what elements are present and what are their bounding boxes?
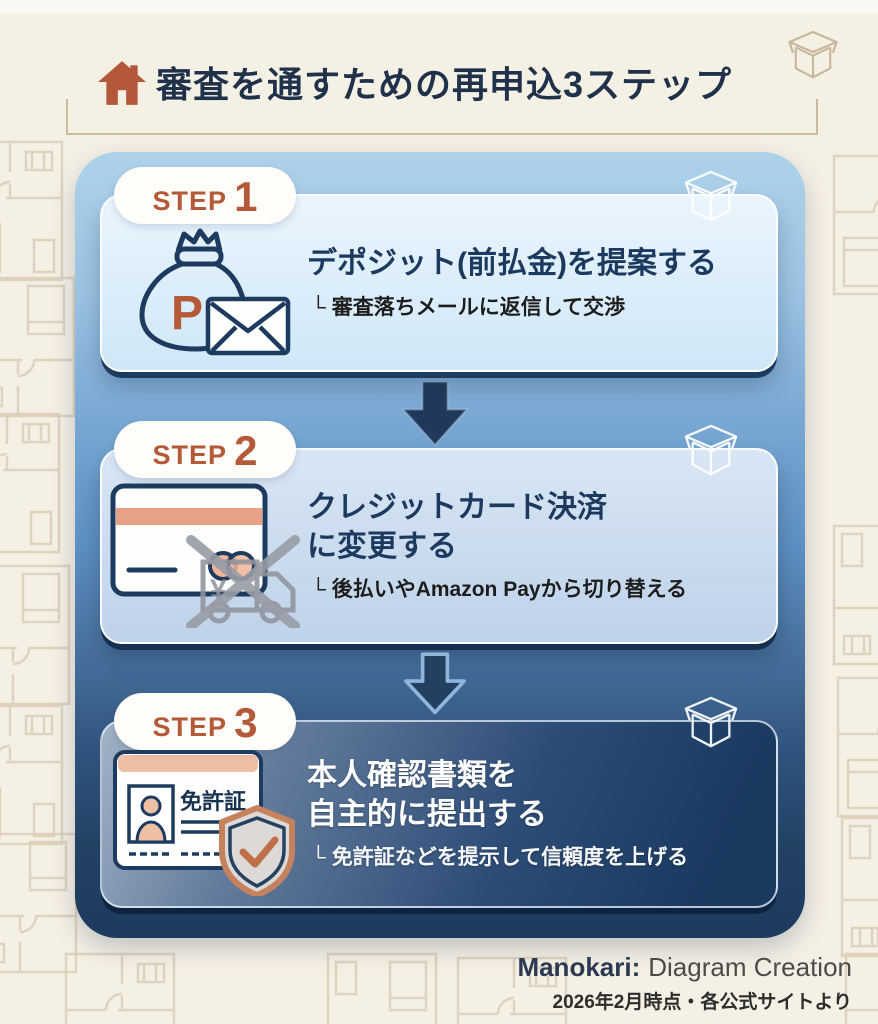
- steps-panel: STEP 1 P デポジット(前払金)を提案する: [75, 152, 805, 938]
- brand-line: Manokari:Diagram Creation: [517, 952, 852, 983]
- floorplan-decoration: [836, 676, 878, 818]
- points-letter: P: [171, 287, 203, 340]
- step-card-2: STEP 2 ¥: [100, 421, 778, 644]
- step3-text: 本人確認書類を 自主的に提出する └ 免許証などを提示して信頼度を上げる: [307, 757, 776, 871]
- down-arrow: [404, 652, 466, 715]
- down-arrow: [401, 382, 469, 446]
- credit-card-no-cod-icon: ¥: [110, 483, 300, 628]
- step2-title: クレジットカード決済 に変更する: [307, 489, 762, 566]
- floorplan-decoration: [64, 952, 176, 1024]
- step3-title-line2: 自主的に提出する: [307, 797, 547, 831]
- step-badge-number: 1: [234, 173, 258, 220]
- step-badge-label: STEP: [152, 712, 228, 742]
- step-badge-3: STEP 3: [114, 693, 296, 750]
- money-bag-mail-icon: P: [138, 228, 290, 356]
- house-icon: [98, 61, 146, 105]
- id-card-shield-icon: 免許証: [113, 750, 295, 896]
- step3-title: 本人確認書類を 自主的に提出する: [307, 757, 762, 834]
- floorplan-decoration: [832, 154, 878, 296]
- step1-title: デポジット(前払金)を提案する: [307, 245, 762, 283]
- source-note: 2026年2月時点・各公式サイトより: [552, 992, 852, 1013]
- license-label: 免許証: [180, 789, 246, 814]
- page-title: 審査を通すための再申込3ステップ: [156, 64, 733, 105]
- step3-subtitle: └ 免許証などを提示して信頼度を上げる: [311, 845, 689, 869]
- title-underline-bracket: [66, 99, 818, 135]
- open-box-icon: [684, 170, 738, 222]
- step-badge-2: STEP 2: [114, 421, 296, 478]
- floorplan-decoration: [0, 412, 61, 554]
- floorplan-decoration: [0, 564, 71, 706]
- floorplan-decoration: [840, 816, 878, 958]
- footer: Manokari:Diagram Creation 2026年2月時点・各公式サ…: [517, 952, 852, 1014]
- step-badge-number: 2: [234, 427, 258, 474]
- step-card-3: STEP 3 免許証: [100, 693, 778, 908]
- brand-name: Manokari:: [517, 952, 641, 982]
- floorplan-decoration: [0, 276, 76, 418]
- brand-tagline: Diagram Creation: [648, 952, 852, 982]
- step1-text: デポジット(前払金)を提案する └ 審査落ちメールに返信して交渉: [307, 245, 776, 320]
- step2-icon-area: ¥: [102, 464, 307, 628]
- step-card-1: STEP 1 P デポジット(前払金)を提案する: [100, 167, 778, 372]
- step2-subtitle: └ 後払いやAmazon Payから切り替える: [311, 577, 687, 601]
- step1-icon-area: P: [102, 209, 307, 357]
- floorplan-decoration: [0, 140, 64, 282]
- check-icon: [239, 836, 279, 868]
- step3-icon-area: 免許証: [102, 732, 307, 896]
- step1-subtitle: └ 審査落ちメールに返信して交渉: [311, 295, 626, 319]
- step2-text: クレジットカード決済 に変更する └ 後払いやAmazon Payから切り替える: [307, 489, 776, 603]
- step-badge-label: STEP: [152, 440, 228, 470]
- floorplan-decoration: [326, 952, 438, 1024]
- shield-icon: [219, 805, 295, 896]
- step-badge-label: STEP: [152, 186, 228, 216]
- step-badge-1: STEP 1: [114, 167, 296, 224]
- step2-title-line1: クレジットカード決済: [307, 491, 607, 525]
- step1-title-line1: デポジット(前払金)を提案する: [307, 247, 717, 281]
- open-box-icon: [684, 424, 738, 476]
- floorplan-decoration: [832, 524, 878, 666]
- step2-title-line2: に変更する: [307, 529, 457, 563]
- step3-title-line1: 本人確認書類を: [307, 759, 517, 793]
- open-box-icon: [684, 696, 738, 748]
- top-highlight-strip: [0, 0, 878, 13]
- step-badge-number: 3: [234, 699, 258, 746]
- open-box-icon: [788, 30, 838, 79]
